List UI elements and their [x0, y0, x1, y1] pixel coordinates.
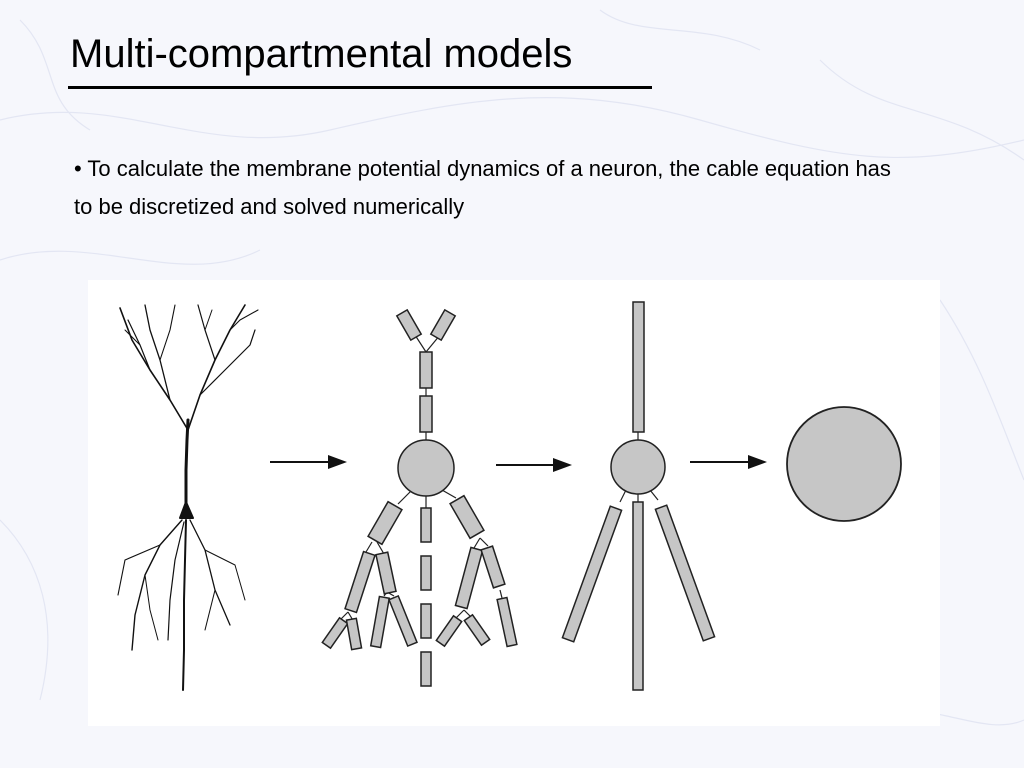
bullet-point: • To calculate the membrane potential dy… [74, 156, 891, 219]
arrow-right-icon [690, 455, 767, 469]
neuron-drawing [117, 304, 259, 691]
arrow-right-icon [270, 455, 347, 469]
reduced-compartment-model [561, 301, 716, 691]
title-underline [68, 86, 652, 89]
single-compartment-model [786, 406, 902, 522]
figure-panel [88, 280, 940, 726]
arrow-right-icon [496, 458, 572, 472]
slide-title: Multi-compartmental models [70, 32, 573, 76]
multi-compartment-model [321, 308, 518, 687]
